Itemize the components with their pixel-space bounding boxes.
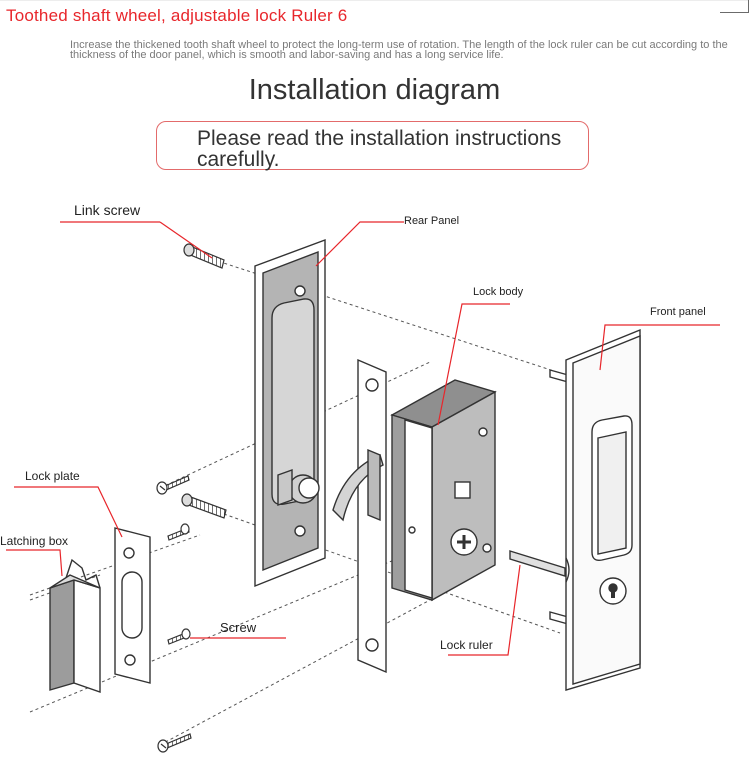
rear-panel-drawing xyxy=(254,238,326,588)
front-strip-drawing xyxy=(332,358,387,674)
label-screw: Screw xyxy=(220,620,257,635)
top-border xyxy=(0,0,749,1)
front-panel-drawing xyxy=(565,328,641,691)
exploded-lock-diagram xyxy=(6,221,720,753)
leader-lines xyxy=(6,221,720,656)
label-latching-box: Latching box xyxy=(0,534,69,548)
notice-text: Please read the installation instruction… xyxy=(197,127,562,171)
lock-body-drawing xyxy=(390,379,497,602)
screws-drawing xyxy=(156,243,227,753)
installation-heading: Installation diagram xyxy=(248,74,501,106)
label-lock-ruler: Lock ruler xyxy=(440,638,493,652)
label-lock-body: Lock body xyxy=(473,286,524,298)
latching-box-drawing xyxy=(49,558,101,693)
label-lock-plate: Lock plate xyxy=(25,469,80,483)
lock-plate-drawing xyxy=(114,527,151,684)
corner-mark xyxy=(720,0,749,13)
label-rear-panel: Rear Panel xyxy=(404,215,460,227)
label-link-screw: Link screw xyxy=(74,202,141,218)
lock-ruler-drawing xyxy=(509,369,569,625)
label-front-panel: Front panel xyxy=(650,306,706,318)
product-title: Toothed shaft wheel, adjustable lock Rul… xyxy=(6,6,348,25)
product-description: Increase the thickened tooth shaft wheel… xyxy=(70,39,728,61)
notice-box: Please read the installation instruction… xyxy=(156,121,589,170)
